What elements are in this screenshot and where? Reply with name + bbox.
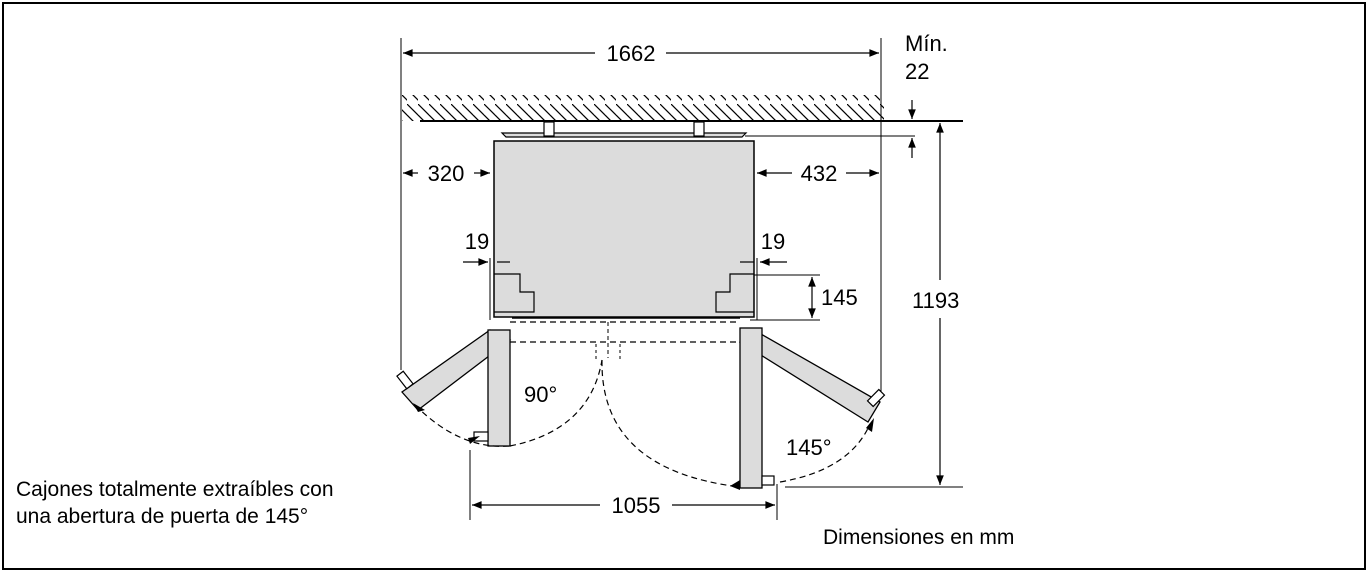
dimension-lines [403,49,944,509]
hinge-depth-label: 145 [821,285,858,310]
caption-line-2: una abertura de puerta de 145° [16,505,309,528]
min-gap-value: 22 [905,59,929,84]
caption: Cajones totalmente extraíbles con una ab… [16,476,334,530]
extension-lines [400,38,963,520]
min-gap-label: Mín. [905,31,948,56]
right-clearance-label: 432 [801,161,838,186]
arc-arrowheads [413,403,874,490]
door-open-width-label: 1055 [612,493,661,518]
units-note: Dimensiones en mm [823,526,1015,549]
door-swing-arcs [414,359,871,488]
left-side-gap-label: 19 [465,229,489,254]
angle-145-label: 145° [786,435,832,460]
caption-line-1: Cajones totalmente extraíbles con [16,478,334,501]
angle-90-label: 90° [524,382,557,407]
total-depth-label: 1193 [912,288,959,313]
right-side-gap-label: 19 [761,229,785,254]
hinge-block-left [494,273,535,313]
right-door-90 [739,327,763,489]
spacer-right [693,121,705,137]
total-width-label: 1662 [607,41,656,66]
spacer-left [543,121,555,137]
left-clearance-label: 320 [428,161,465,186]
doors [396,327,886,489]
left-door-90 [487,329,511,447]
wall [402,95,963,122]
fridge-body [493,121,755,360]
hinge-block-right [715,273,754,313]
